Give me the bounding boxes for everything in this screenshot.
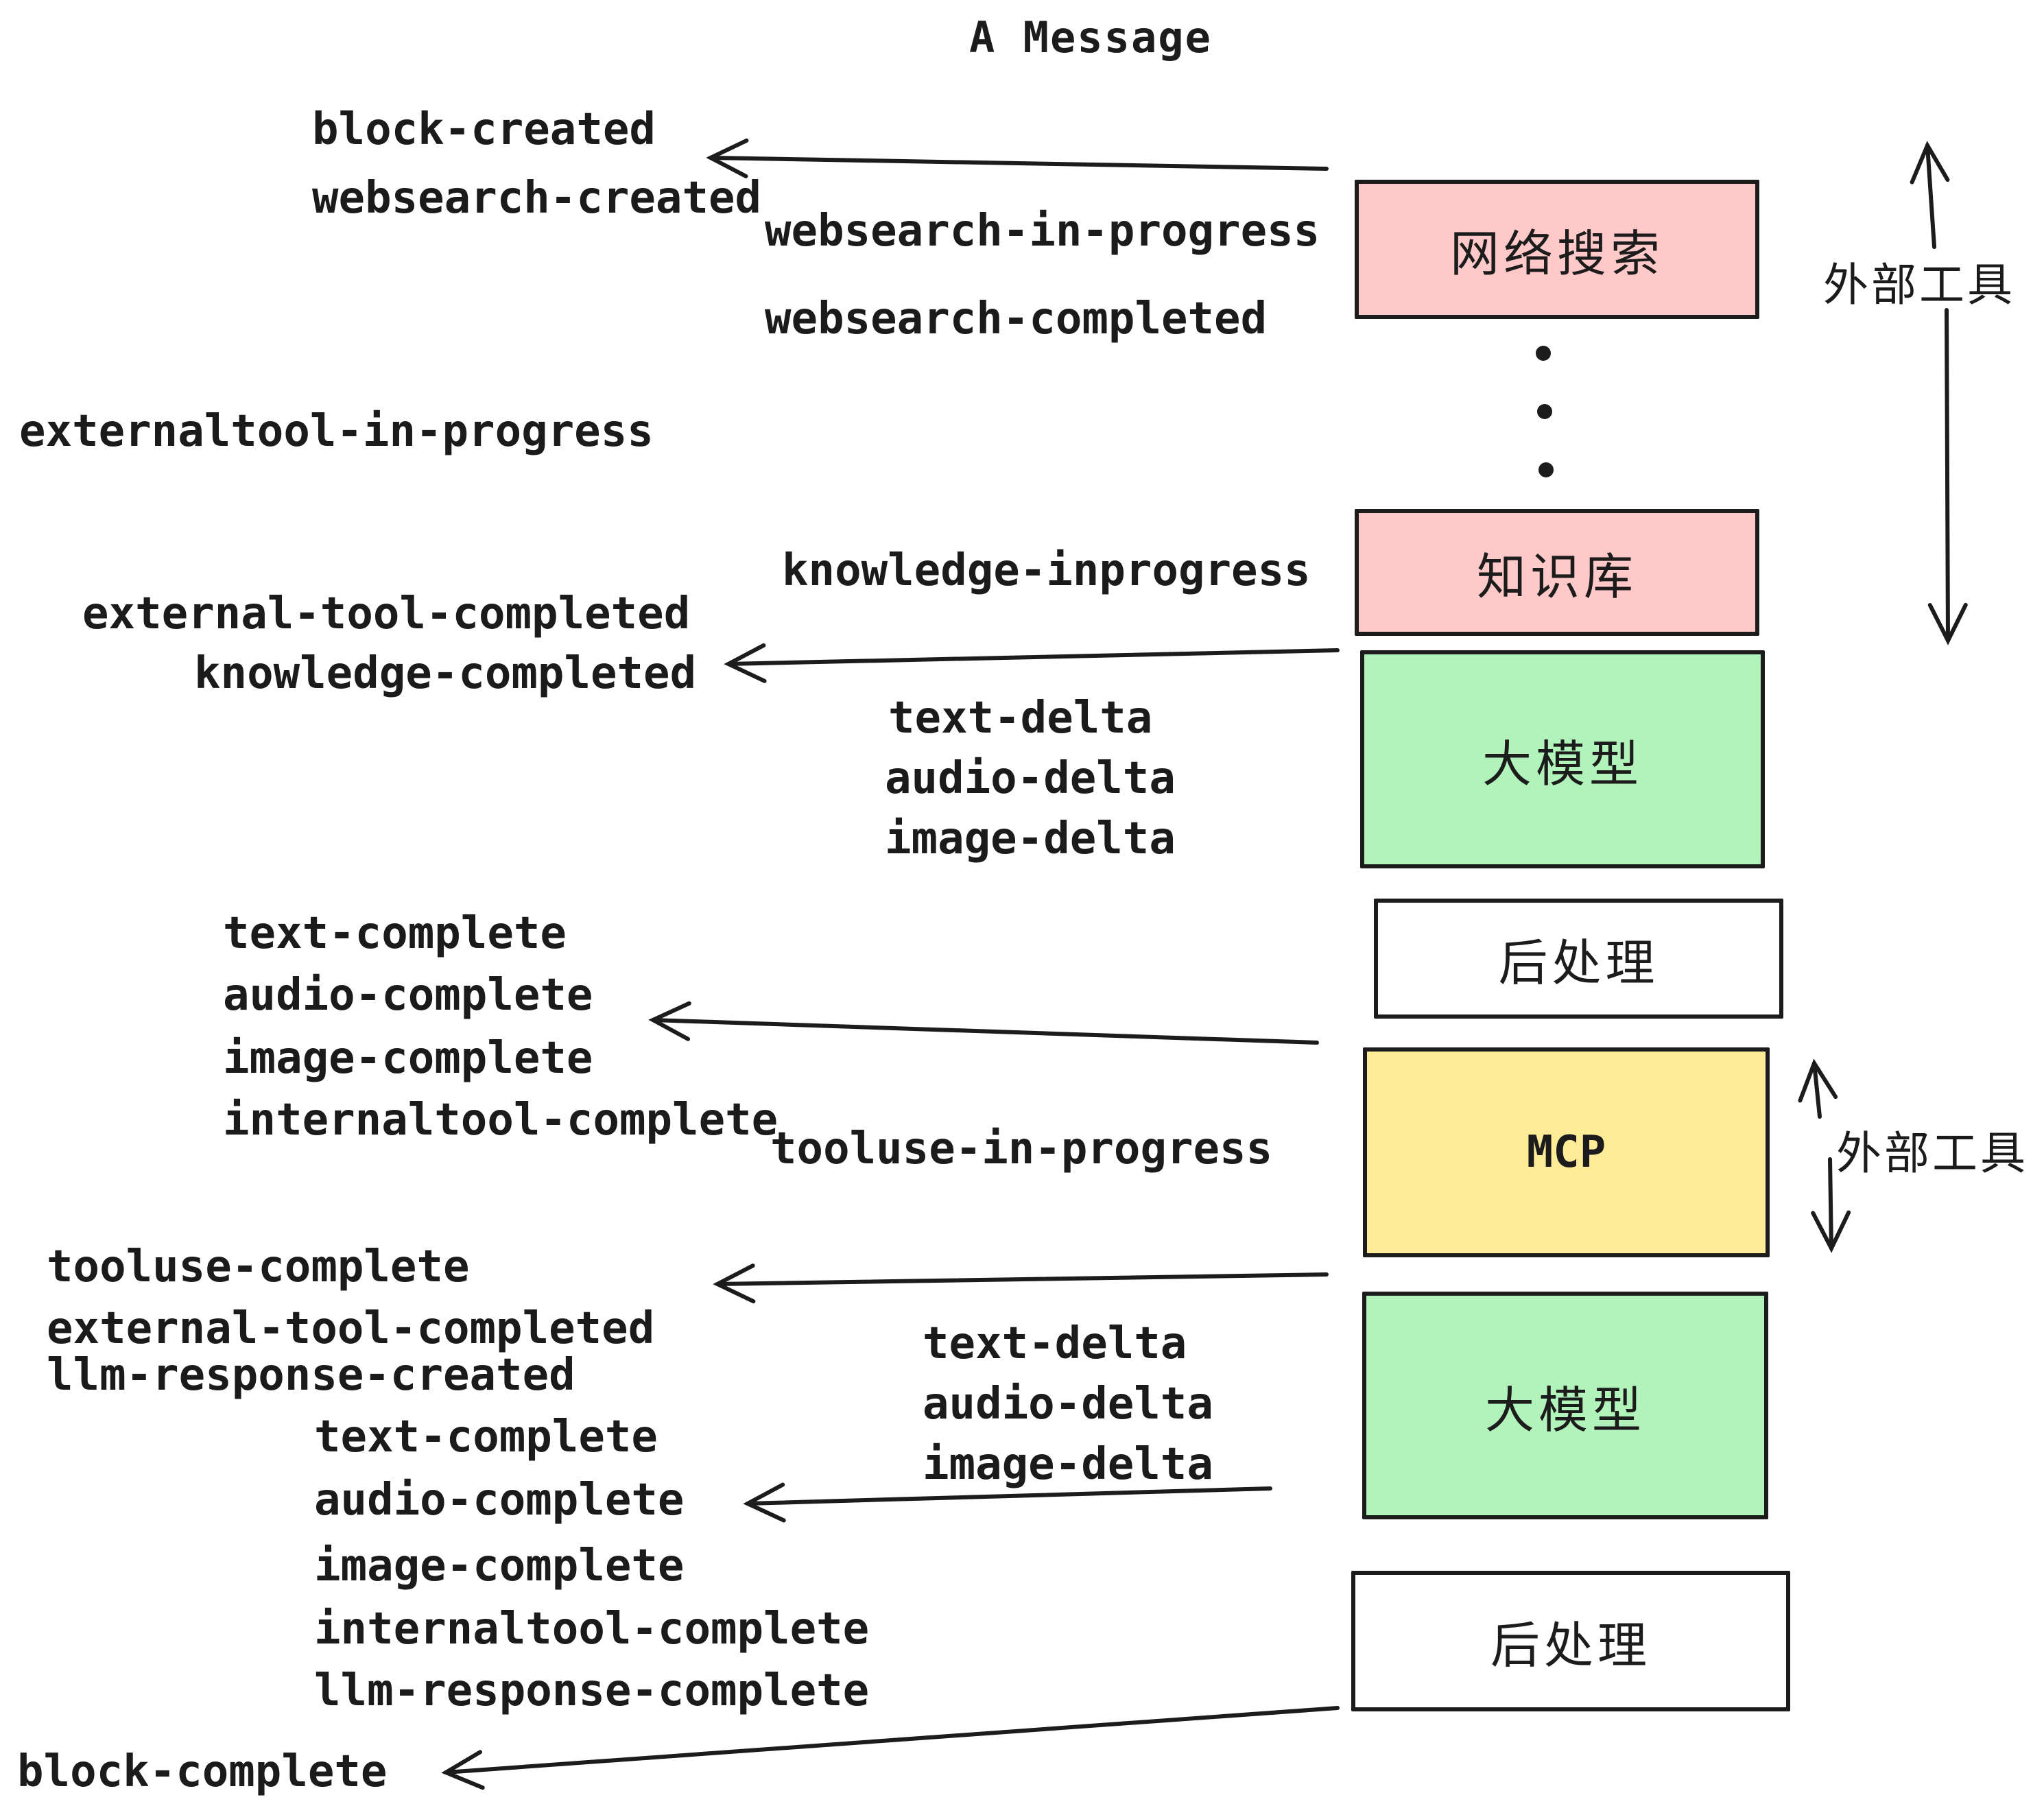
event-image-complete-2: image-complete xyxy=(314,1541,685,1591)
event-llm-response-created: llm-response-created xyxy=(47,1350,575,1401)
box-mcp-label: MCP xyxy=(1526,1127,1606,1178)
box-mcp: MCP xyxy=(1363,1047,1770,1257)
event-websearch-in-progress: websearch-in-progress xyxy=(765,206,1320,257)
arrow-external-tools-mcp-down xyxy=(1811,1157,1851,1253)
event-text-delta: text-delta xyxy=(888,693,1153,744)
event-text-complete-2: text-complete xyxy=(314,1412,658,1462)
event-internaltool-complete-2: internaltool-complete xyxy=(314,1604,870,1654)
diagram-title: A Message xyxy=(969,12,1212,62)
box-websearch-label: 网络搜索 xyxy=(1449,225,1664,283)
event-tooluse-complete: tooluse-complete xyxy=(47,1242,470,1292)
arrow-to-audio-complete xyxy=(743,1482,1272,1523)
side-label-external-tools-mcp: 外部工具 xyxy=(1836,1127,2028,1180)
side-label-external-tools-top: 外部工具 xyxy=(1823,259,2015,311)
event-external-tool-completed: external-tool-completed xyxy=(82,589,691,639)
box-postprocess-bottom-label: 后处理 xyxy=(1490,1617,1651,1674)
event-image-delta: image-delta xyxy=(885,814,1176,864)
event-external-tool-completed-2: external-tool-completed xyxy=(47,1303,655,1354)
event-text-complete: text-complete xyxy=(223,908,567,959)
event-knowledge-inprogress: knowledge-inprogress xyxy=(782,545,1311,596)
event-internaltool-complete: internaltool-complete xyxy=(223,1095,779,1146)
box-llm-top: 大模型 xyxy=(1360,650,1765,868)
box-postprocess-top-label: 后处理 xyxy=(1498,934,1659,992)
arrow-to-block-complete xyxy=(441,1706,1340,1790)
event-image-complete: image-complete xyxy=(223,1033,593,1084)
box-llm-bottom-label: 大模型 xyxy=(1484,1381,1645,1439)
arrow-to-block-created xyxy=(706,138,1329,178)
arrow-to-knowledge-completed xyxy=(724,643,1340,683)
event-audio-delta: audio-delta xyxy=(885,753,1176,804)
arrow-to-tooluse-complete xyxy=(713,1263,1329,1304)
vertical-ellipsis-icon xyxy=(1536,346,1554,477)
event-block-complete: block-complete xyxy=(17,1746,388,1797)
box-knowledge: 知识库 xyxy=(1355,509,1759,636)
event-block-created: block-created xyxy=(312,104,656,155)
event-image-delta-2: image-delta xyxy=(923,1439,1213,1490)
event-audio-complete-2: audio-complete xyxy=(314,1475,685,1526)
event-websearch-created: websearch-created xyxy=(312,173,762,224)
box-postprocess-bottom: 后处理 xyxy=(1351,1571,1790,1711)
box-websearch: 网络搜索 xyxy=(1355,180,1759,319)
event-text-delta-2: text-delta xyxy=(923,1318,1187,1369)
event-tooluse-in-progress: tooluse-in-progress xyxy=(770,1124,1273,1174)
arrow-external-tools-mcp-up xyxy=(1798,1058,1838,1119)
event-websearch-completed: websearch-completed xyxy=(765,294,1268,344)
box-llm-bottom: 大模型 xyxy=(1362,1292,1768,1519)
arrow-to-image-complete xyxy=(648,1001,1319,1045)
box-llm-top-label: 大模型 xyxy=(1482,735,1643,793)
box-postprocess-top: 后处理 xyxy=(1374,899,1783,1019)
arrow-external-tools-top-down xyxy=(1927,308,1968,645)
event-audio-complete: audio-complete xyxy=(223,970,593,1021)
event-audio-delta-2: audio-delta xyxy=(923,1379,1213,1429)
event-llm-response-complete: llm-response-complete xyxy=(314,1665,870,1716)
event-externaltool-in-progress: externaltool-in-progress xyxy=(19,406,654,457)
event-knowledge-completed: knowledge-completed xyxy=(194,648,697,699)
box-knowledge-label: 知识库 xyxy=(1476,548,1637,606)
arrow-external-tools-top-up xyxy=(1910,141,1950,249)
